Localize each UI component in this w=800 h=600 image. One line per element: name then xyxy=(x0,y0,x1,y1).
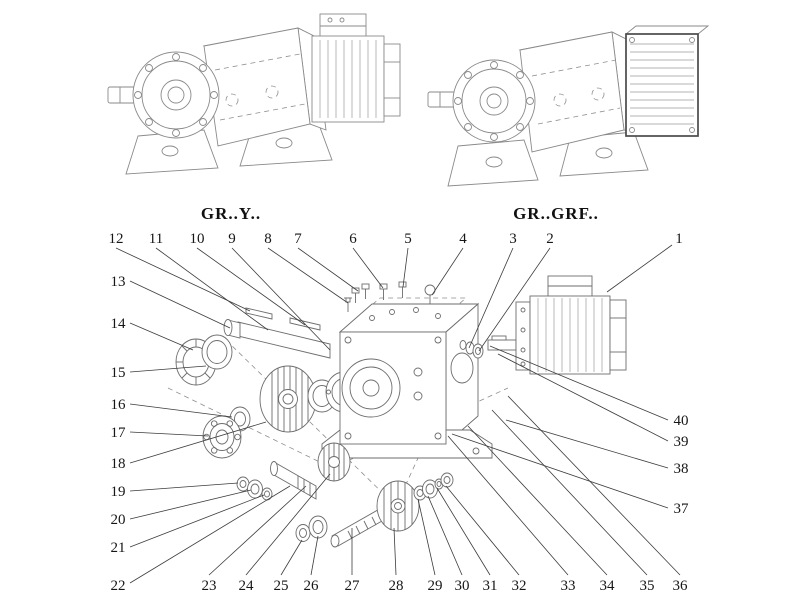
leader-line-7 xyxy=(297,247,359,292)
callout-27: 27 xyxy=(345,578,361,594)
assembled-view-gr-y xyxy=(107,13,401,175)
intermediate-pinion-set xyxy=(236,442,351,501)
callout-22: 22 xyxy=(111,578,126,594)
callout-26: 26 xyxy=(304,578,320,594)
motor-shaft xyxy=(487,339,517,351)
leader-line-25 xyxy=(280,539,303,576)
leader-line-11 xyxy=(155,247,269,331)
leader-line-30 xyxy=(427,495,463,576)
callout-15: 15 xyxy=(111,365,126,381)
leader-line-38 xyxy=(505,419,669,469)
leader-line-20 xyxy=(129,489,252,520)
callout-19: 19 xyxy=(111,484,126,500)
callout-40: 40 xyxy=(674,413,689,429)
leader-line-14 xyxy=(129,322,194,351)
leader-line-18 xyxy=(129,421,267,464)
callout-16: 16 xyxy=(111,397,127,413)
callout-34: 34 xyxy=(600,578,616,594)
leader-line-10 xyxy=(196,247,306,326)
leader-line-12 xyxy=(115,247,251,312)
callout-8: 8 xyxy=(264,231,272,247)
leader-line-5 xyxy=(402,247,409,288)
leader-line-40 xyxy=(489,345,669,421)
leader-line-23 xyxy=(208,485,307,576)
callout-30: 30 xyxy=(455,578,470,594)
leader-line-32 xyxy=(445,485,520,576)
shaft-key-1 xyxy=(245,307,273,320)
leader-line-17 xyxy=(129,431,209,437)
leader-line-24 xyxy=(245,473,331,576)
leader-line-26 xyxy=(310,535,319,576)
leader-line-19 xyxy=(129,482,239,492)
leader-line-33 xyxy=(447,435,569,576)
variant-title-left: GR..Y.. xyxy=(201,204,261,223)
callout-numbers: 12 11 10 9 8 7 6 5 4 3 2 1 13 14 15 16 1… xyxy=(109,231,690,594)
assembled-view-gr-grf xyxy=(427,25,710,187)
second-stage-shaft-set xyxy=(295,472,454,548)
leader-line-29 xyxy=(417,498,436,576)
leader-line-2 xyxy=(478,247,551,352)
callout-28: 28 xyxy=(389,578,404,594)
motor-shaft-key xyxy=(491,335,507,341)
leader-line-4 xyxy=(431,247,464,296)
callout-33: 33 xyxy=(561,578,576,594)
leader-line-3 xyxy=(468,247,514,349)
callout-13: 13 xyxy=(111,274,126,290)
leader-line-9 xyxy=(231,247,331,351)
callout-9: 9 xyxy=(228,231,236,247)
callout-14: 14 xyxy=(111,316,127,332)
callout-36: 36 xyxy=(673,578,689,594)
leader-line-35 xyxy=(491,409,648,576)
callout-23: 23 xyxy=(202,578,217,594)
callout-2: 2 xyxy=(546,231,554,247)
callout-37: 37 xyxy=(674,501,690,517)
callout-18: 18 xyxy=(111,456,126,472)
callout-21: 21 xyxy=(111,540,126,556)
callout-4: 4 xyxy=(459,231,467,247)
callout-11: 11 xyxy=(149,231,163,247)
callout-12: 12 xyxy=(109,231,124,247)
callout-10: 10 xyxy=(190,231,205,247)
leader-lines xyxy=(115,244,681,584)
callout-38: 38 xyxy=(674,461,689,477)
callout-5: 5 xyxy=(404,231,412,247)
callout-3: 3 xyxy=(509,231,517,247)
leader-line-6 xyxy=(352,247,384,289)
leader-line-22 xyxy=(129,485,291,584)
leader-line-37 xyxy=(451,433,669,509)
leader-line-16 xyxy=(129,403,233,418)
variant-title-right: GR..GRF.. xyxy=(513,204,599,223)
leader-line-34 xyxy=(467,425,608,576)
callout-39: 39 xyxy=(674,434,689,450)
leader-line-1 xyxy=(606,244,673,293)
seals-and-bearings xyxy=(175,334,251,459)
leader-line-36 xyxy=(507,395,681,576)
leader-line-15 xyxy=(129,365,207,373)
leader-line-28 xyxy=(393,527,397,576)
callout-29: 29 xyxy=(428,578,443,594)
callout-24: 24 xyxy=(239,578,255,594)
leader-line-13 xyxy=(129,280,231,329)
leader-line-21 xyxy=(129,494,265,548)
callout-20: 20 xyxy=(111,512,126,528)
callout-35: 35 xyxy=(640,578,655,594)
callout-1: 1 xyxy=(675,231,683,247)
motor-unit xyxy=(459,275,627,375)
gear-housing xyxy=(321,303,493,459)
exploded-view xyxy=(167,275,627,548)
callout-32: 32 xyxy=(512,578,527,594)
callout-25: 25 xyxy=(274,578,289,594)
callout-17: 17 xyxy=(111,425,127,441)
callout-6: 6 xyxy=(349,231,357,247)
leader-line-31 xyxy=(436,487,491,576)
callout-31: 31 xyxy=(483,578,498,594)
eye-bolt xyxy=(424,284,436,296)
leader-line-8 xyxy=(267,247,349,304)
callout-7: 7 xyxy=(294,231,302,247)
leader-line-39 xyxy=(497,353,669,442)
